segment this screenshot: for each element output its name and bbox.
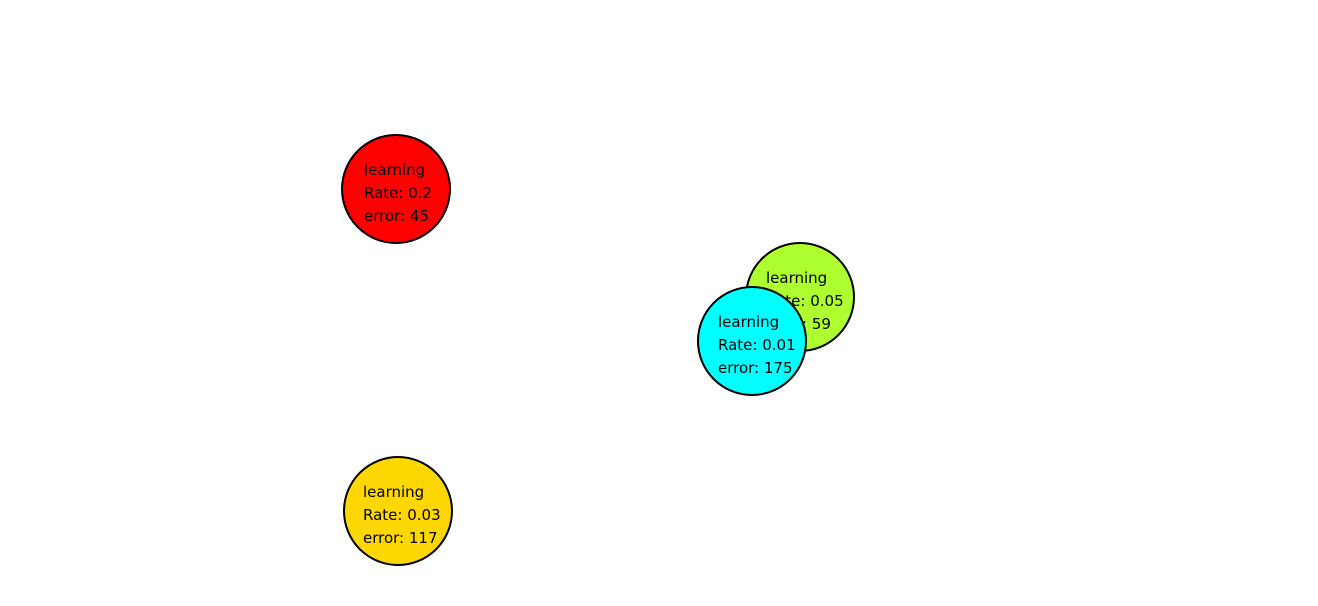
node-label-line-1: learning [363, 483, 425, 501]
node-label-line-3: error: 175 [718, 359, 793, 377]
node-label-line-1: learning [718, 313, 780, 331]
node-label-line-2: Rate: 0.01 [718, 336, 796, 354]
node-learning-rate-0-01[interactable]: learning Rate: 0.01 error: 175 [697, 286, 807, 396]
node-label-line-3: error: 45 [364, 207, 429, 225]
node-label: learning Rate: 0.01 error: 175 [718, 311, 796, 380]
node-label: learning Rate: 0.2 error: 45 [364, 159, 432, 228]
node-label-line-1: learning [364, 161, 426, 179]
node-label-line-1: learning [766, 269, 828, 287]
node-label-line-2: Rate: 0.2 [364, 184, 433, 202]
node-label: learning Rate: 0.03 error: 117 [363, 481, 441, 550]
node-label-line-3: error: 117 [363, 529, 438, 547]
node-learning-rate-0-03[interactable]: learning Rate: 0.03 error: 117 [343, 456, 453, 566]
node-learning-rate-0-2[interactable]: learning Rate: 0.2 error: 45 [341, 134, 451, 244]
node-label-line-2: Rate: 0.03 [363, 506, 441, 524]
